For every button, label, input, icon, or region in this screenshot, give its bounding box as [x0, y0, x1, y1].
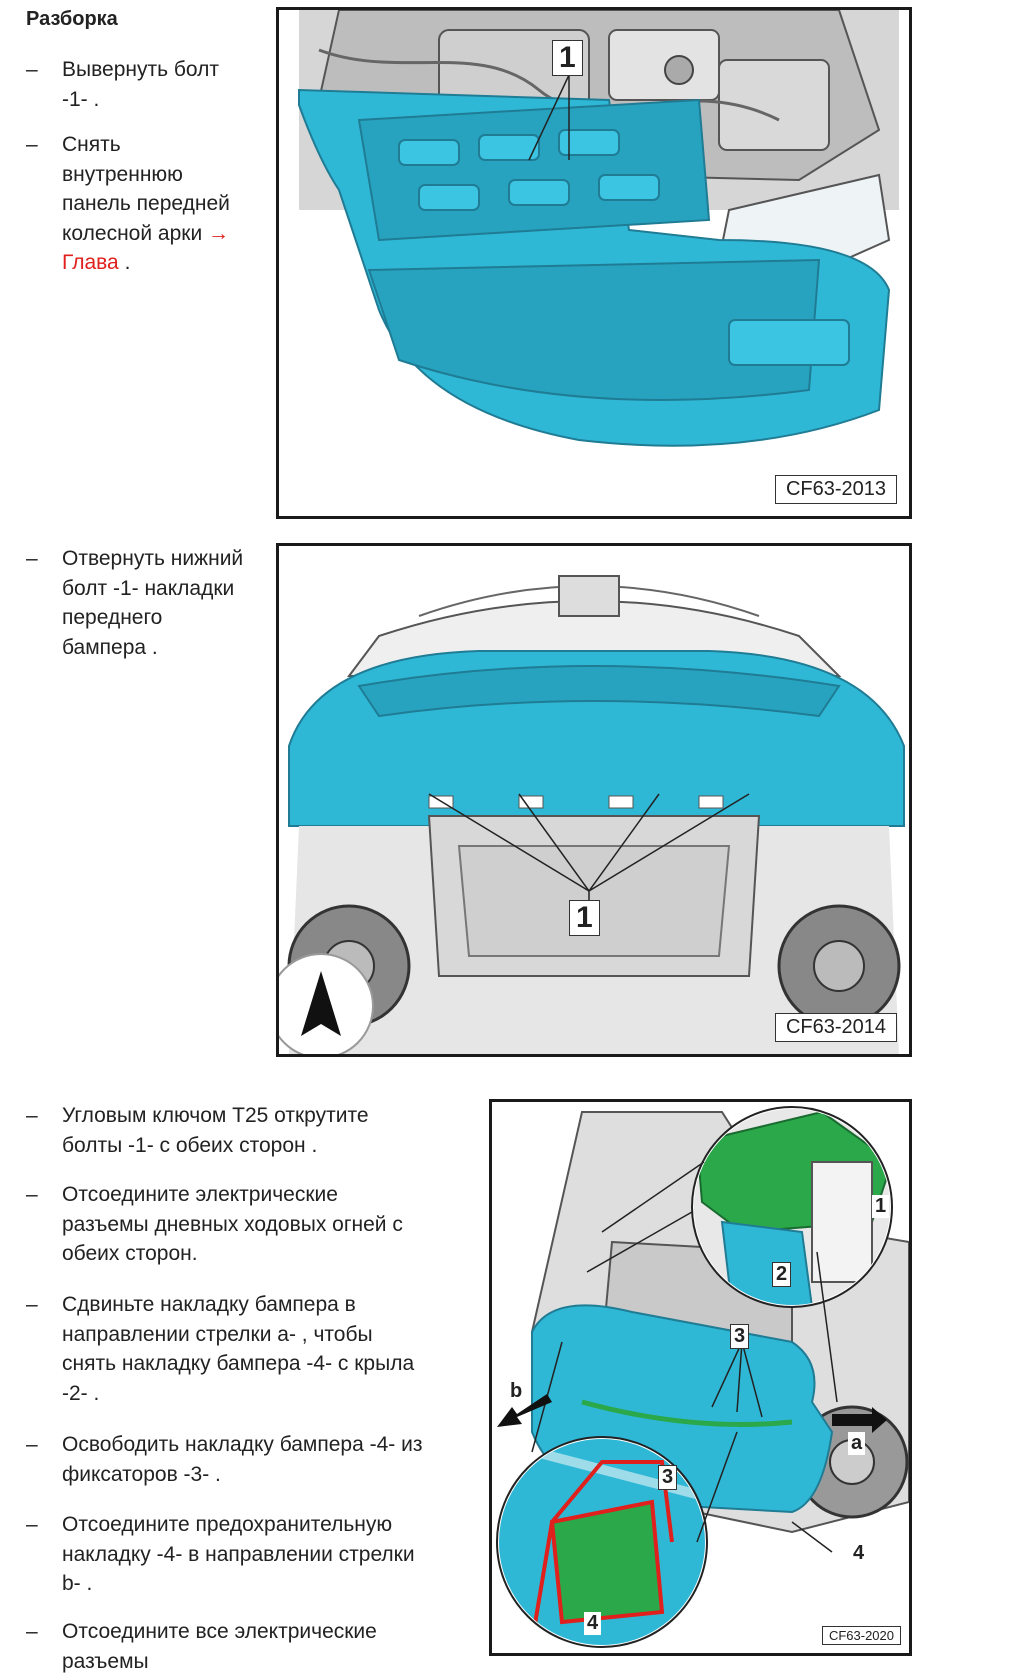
- figure-code: CF63-2020: [821, 1626, 901, 1645]
- list-dash: –: [26, 133, 38, 156]
- callout-1: 1: [872, 1195, 890, 1218]
- arrow-a-label: a: [848, 1432, 866, 1455]
- step-remove-wheel-arch-panel: – Снять внутреннюю панель передней колес…: [26, 130, 256, 278]
- chapter-link[interactable]: Глава: [62, 251, 119, 274]
- figure-code: CF63-2014: [774, 1013, 897, 1042]
- callout-1: 1: [552, 40, 583, 76]
- step-slide-bumper-cover: – Сдвиньте накладку бампера в направлени…: [26, 1290, 476, 1408]
- list-dash: –: [26, 1293, 38, 1316]
- callout-1: 1: [569, 900, 600, 936]
- list-dash: –: [26, 1183, 38, 1206]
- callout-2: 2: [772, 1262, 792, 1287]
- arrow-b-label: b: [510, 1380, 523, 1402]
- figure-bumper-side-detail: 1 2 3 3 4 4 a b CF63-2020: [489, 1099, 912, 1656]
- step-unscrew-lower-bolt: – Отвернуть нижний болт -1- накладки пер…: [26, 544, 266, 662]
- list-dash: –: [26, 1104, 38, 1127]
- list-dash: –: [26, 1433, 38, 1456]
- figure-code: CF63-2013: [774, 475, 897, 504]
- list-dash: –: [26, 547, 38, 570]
- list-dash: –: [26, 1620, 38, 1643]
- callout-4-detail: 4: [584, 1612, 602, 1635]
- list-dash: –: [26, 1513, 38, 1536]
- step-remove-bolt: – Вывернуть болт-1- .: [26, 55, 256, 114]
- step-disconnect-drl-connectors: – Отсоедините электрические разъемы днев…: [26, 1180, 466, 1269]
- step-detach-protective-cover: – Отсоедините предохранительную накладку…: [26, 1510, 476, 1599]
- figure-illustration: [298, 10, 899, 447]
- list-dash: –: [26, 58, 38, 81]
- arrow-icon: →: [208, 221, 230, 245]
- callout-3: 3: [730, 1324, 750, 1349]
- figure-illustration: [279, 546, 909, 1054]
- figure-front-bumper-top: 1 CF63-2013: [276, 7, 912, 519]
- section-heading: Разборка: [26, 8, 118, 30]
- figure-illustration: [492, 1102, 909, 1653]
- callout-3-detail: 3: [658, 1465, 678, 1490]
- figure-front-bumper-bottom: 1 CF63-2014: [276, 543, 912, 1057]
- callout-4: 4: [850, 1542, 868, 1565]
